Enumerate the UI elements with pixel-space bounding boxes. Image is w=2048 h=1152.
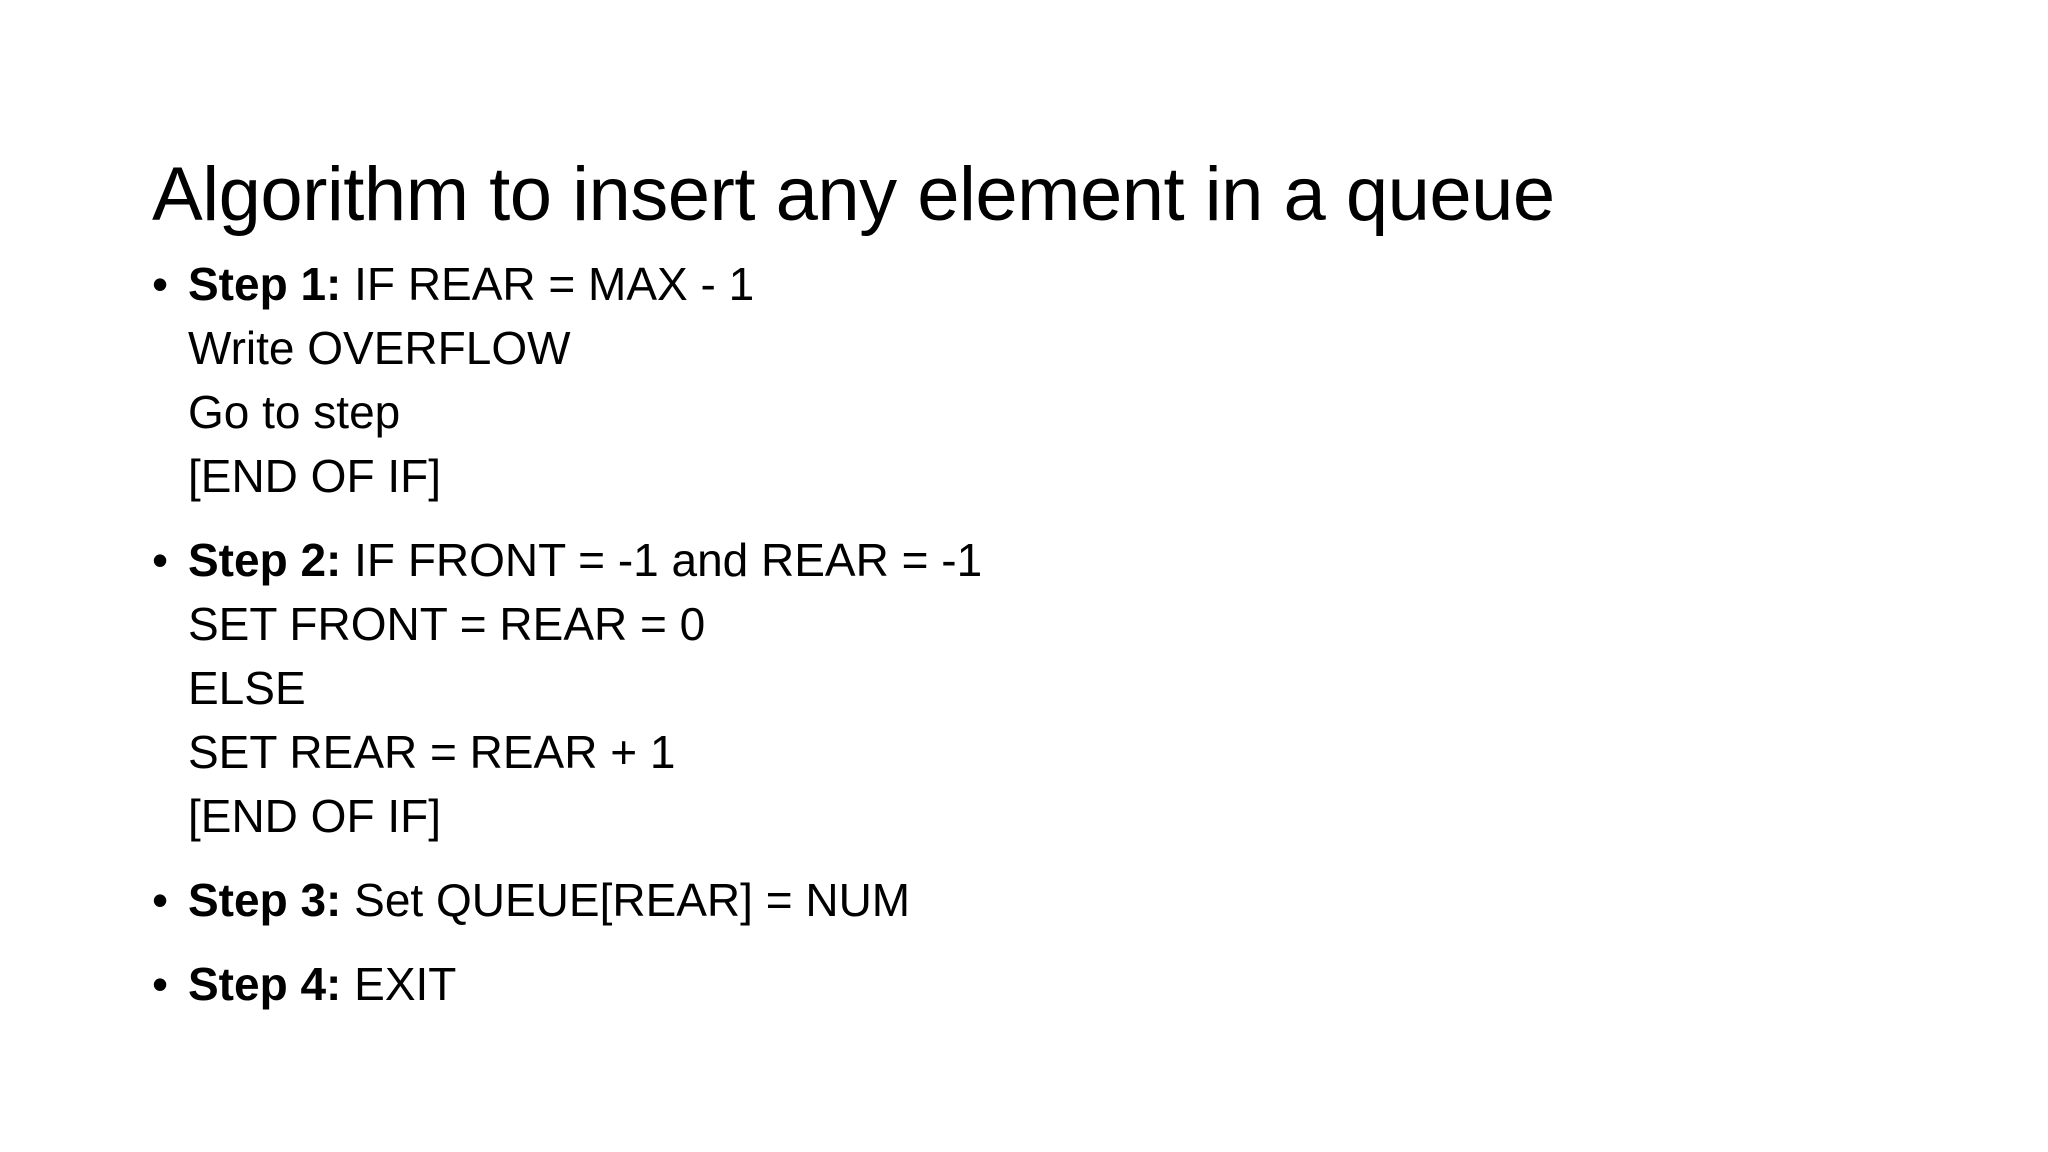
step-continuation-line: ELSE — [188, 662, 306, 714]
page-title: Algorithm to insert any element in a que… — [152, 151, 1555, 237]
bullet-dot-icon: • — [152, 874, 169, 926]
step-first-line-text: IF FRONT = -1 and REAR = -1 — [341, 534, 983, 586]
list-item[interactable]: • Step 3: Set QUEUE[REAR] = NUM — [152, 868, 1932, 932]
step-continuation-line: [END OF IF] — [188, 790, 441, 842]
step-label: Step 1: — [188, 258, 342, 310]
step-first-line: Step 2: IF FRONT = -1 and REAR = -1 — [188, 528, 1932, 592]
bullet-dot-icon: • — [152, 534, 169, 586]
bullet-dot-icon: • — [152, 258, 169, 310]
step-label: Step 3: — [188, 874, 342, 926]
step-first-line-text: IF REAR = MAX - 1 — [341, 258, 755, 310]
list-item[interactable]: • Step 1: IF REAR = MAX - 1 Write OVERFL… — [152, 252, 1932, 508]
list-item-body: Step 3: Set QUEUE[REAR] = NUM — [188, 868, 1932, 932]
list-item-body: Step 2: IF FRONT = -1 and REAR = -1 SET … — [188, 528, 1932, 848]
step-first-line-text: EXIT — [341, 958, 457, 1010]
step-continuation-line: Write OVERFLOW — [188, 322, 571, 374]
list-item[interactable]: • Step 2: IF FRONT = -1 and REAR = -1 SE… — [152, 528, 1932, 848]
algorithm-step-list: • Step 1: IF REAR = MAX - 1 Write OVERFL… — [152, 252, 1932, 1016]
step-first-line: Step 3: Set QUEUE[REAR] = NUM — [188, 868, 1932, 932]
list-item-body: Step 4: EXIT — [188, 952, 1932, 1016]
step-label: Step 2: — [188, 534, 342, 586]
step-continuation-line: SET REAR = REAR + 1 — [188, 726, 676, 778]
step-continuation-line: Go to step — [188, 386, 401, 438]
step-first-line-text: Set QUEUE[REAR] = NUM — [341, 874, 911, 926]
step-label: Step 4: — [188, 958, 342, 1010]
step-continuation-line: [END OF IF] — [188, 450, 441, 502]
list-item[interactable]: • Step 4: EXIT — [152, 952, 1932, 1016]
bullet-dot-icon: • — [152, 958, 169, 1010]
step-continuation-line: SET FRONT = REAR = 0 — [188, 598, 706, 650]
step-first-line: Step 1: IF REAR = MAX - 1 — [188, 252, 1932, 316]
step-first-line: Step 4: EXIT — [188, 952, 1932, 1016]
list-item-body: Step 1: IF REAR = MAX - 1 Write OVERFLOW… — [188, 252, 1932, 508]
